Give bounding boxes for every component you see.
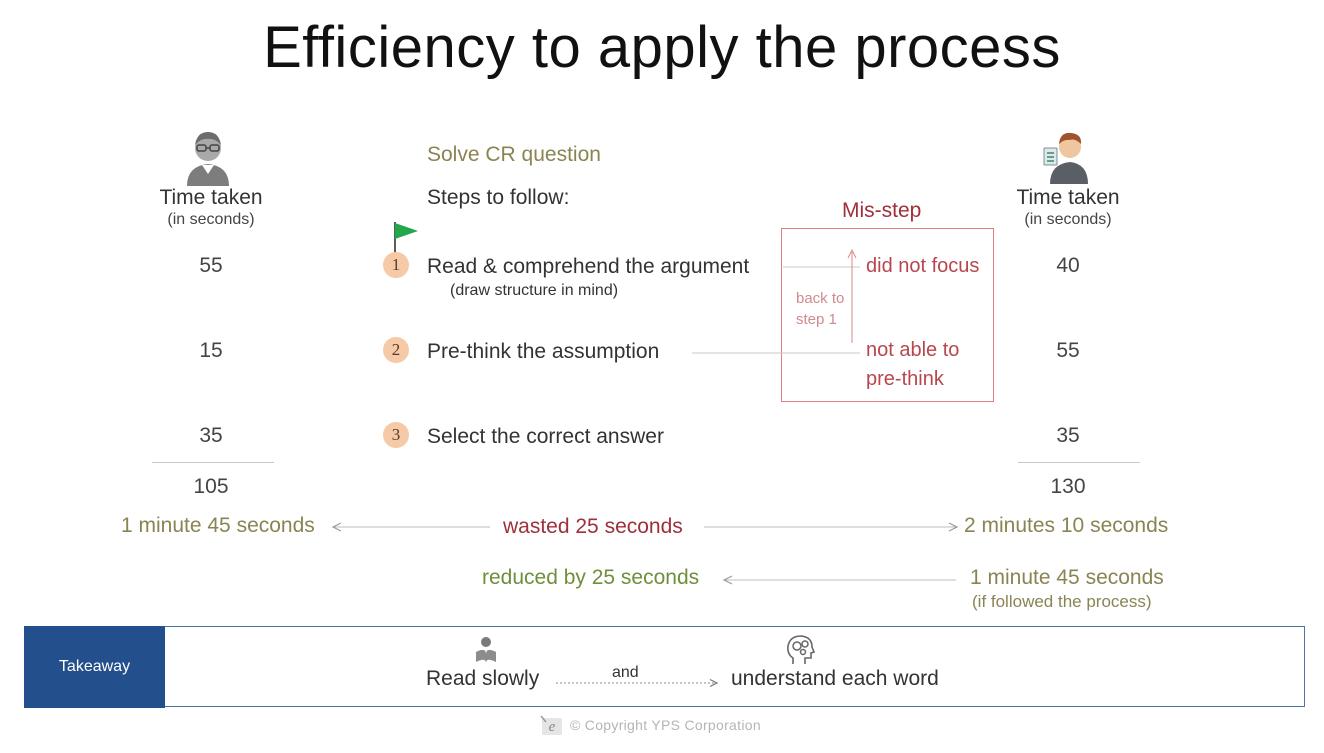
step-2-text: Pre-think the assumption [427, 340, 660, 363]
takeaway-box [24, 626, 1305, 707]
steps-heading: Steps to follow: [427, 186, 570, 209]
takeaway-right-text: understand each word [731, 667, 939, 690]
followed-note: (if followed the process) [972, 592, 1152, 611]
reader-icon [476, 637, 496, 663]
person-checklist-icon [1043, 132, 1088, 184]
right-step2-time: 55 [1056, 339, 1080, 362]
takeaway-left-text: Read slowly [426, 667, 540, 690]
right-time-taken-unit: (in seconds) [1024, 211, 1112, 228]
misstep-did-not-focus: did not focus [866, 255, 980, 277]
right-total-text: 2 minutes 10 seconds [964, 514, 1169, 537]
task-heading: Solve CR question [427, 143, 601, 166]
left-sum-divider [152, 462, 274, 463]
right-total-time: 130 [1050, 475, 1086, 498]
misstep-heading: Mis-step [842, 199, 922, 222]
step-1-text: Read & comprehend the argument [427, 255, 750, 278]
left-total-time: 105 [193, 475, 229, 498]
step-2-number: 2 [383, 337, 409, 363]
left-step3-time: 35 [199, 424, 223, 447]
step-1-label: step 1 [796, 311, 837, 328]
takeaway-label: Takeaway [24, 626, 165, 708]
step-1-number: 1 [383, 252, 409, 278]
step-3-number: 3 [383, 422, 409, 448]
step-3-text: Select the correct answer [427, 425, 664, 448]
takeaway-connector-text: and [612, 664, 639, 681]
copyright-footer: © Copyright YPS Corporation [570, 717, 761, 733]
right-time-taken-heading: Time taken [1016, 186, 1120, 209]
yps-logo-icon: e [540, 715, 562, 735]
wasted-text: wasted 25 seconds [503, 515, 683, 538]
left-step1-time: 55 [199, 254, 223, 277]
flag-icon [394, 222, 418, 254]
left-step2-time: 15 [199, 339, 223, 362]
person-glasses-icon [187, 132, 229, 186]
page-title: Efficiency to apply the process [263, 15, 1061, 80]
misstep-box [781, 228, 994, 402]
step-1-subtext: (draw structure in mind) [450, 282, 619, 299]
takeaway-dotted-arrow [556, 678, 719, 688]
left-time-taken-unit: (in seconds) [167, 211, 255, 228]
right-step1-time: 40 [1056, 254, 1080, 277]
reduced-text: reduced by 25 seconds [482, 566, 700, 589]
head-gears-icon [787, 635, 816, 664]
left-total-text: 1 minute 45 seconds [121, 514, 315, 537]
misstep-not-able-line2: pre-think [866, 368, 944, 390]
right-step3-time: 35 [1056, 424, 1080, 447]
back-to-label: back to [796, 290, 845, 307]
left-time-taken-heading: Time taken [159, 186, 263, 209]
svg-text:e: e [549, 719, 556, 735]
followed-time-text: 1 minute 45 seconds [970, 566, 1164, 589]
right-sum-divider [1018, 462, 1140, 463]
misstep-not-able-line1: not able to [866, 339, 960, 361]
